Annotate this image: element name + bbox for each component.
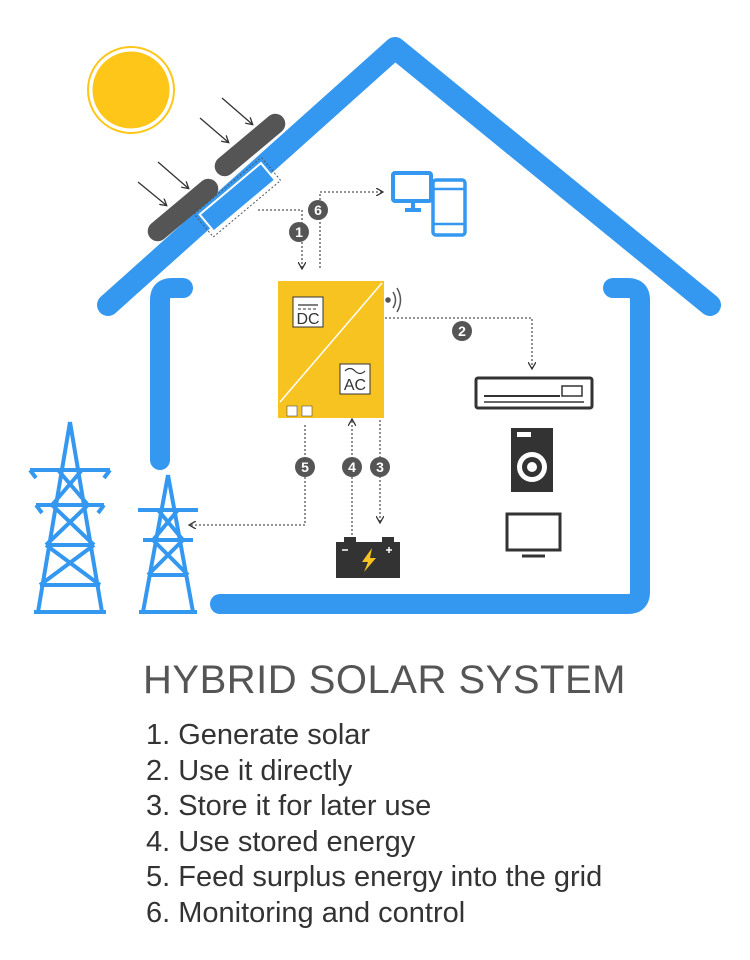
step-4: 4. Use stored energy bbox=[146, 825, 416, 858]
air-conditioner-icon bbox=[474, 376, 594, 410]
hybrid-solar-diagram: 1 6 2 5 4 3 DC AC bbox=[28, 37, 721, 614]
steps-list: 1. Generate solar 2. Use it directly 3. … bbox=[146, 718, 602, 932]
step-3: 3. Store it for later use bbox=[146, 790, 432, 823]
step-5: 5. Feed surplus energy into the grid bbox=[146, 861, 603, 894]
phone-icon bbox=[431, 178, 467, 237]
step-badge-3: 3 bbox=[370, 457, 390, 477]
svg-text:1: 1 bbox=[295, 224, 303, 240]
svg-text:4: 4 bbox=[348, 459, 356, 475]
svg-text:3: 3 bbox=[376, 459, 384, 475]
inverter-icon: DC AC bbox=[278, 281, 402, 418]
diagram-title: HYBRID SOLAR SYSTEM bbox=[143, 658, 626, 702]
house-outline bbox=[97, 37, 721, 614]
svg-text:5: 5 bbox=[301, 459, 309, 475]
dc-label: DC bbox=[296, 311, 319, 328]
solar-panel-icon bbox=[137, 97, 286, 242]
monitor-icon bbox=[391, 171, 433, 212]
battery-icon bbox=[336, 537, 400, 578]
step-1: 1. Generate solar bbox=[146, 719, 371, 751]
ac-label: AC bbox=[344, 377, 366, 394]
step-badge-1: 1 bbox=[289, 222, 309, 242]
tv-icon bbox=[505, 512, 562, 558]
step-badge-5: 5 bbox=[295, 457, 315, 477]
svg-text:2: 2 bbox=[458, 323, 466, 339]
step-badge-6: 6 bbox=[308, 200, 328, 220]
step-badge-4: 4 bbox=[342, 457, 362, 477]
power-tower-icon bbox=[28, 421, 198, 614]
step-6: 6. Monitoring and control bbox=[146, 896, 466, 929]
step-badge-2: 2 bbox=[452, 321, 472, 341]
step-2: 2. Use it directly bbox=[146, 754, 353, 787]
svg-text:6: 6 bbox=[314, 202, 322, 218]
sun-icon bbox=[87, 46, 175, 134]
washing-machine-icon bbox=[511, 428, 553, 492]
